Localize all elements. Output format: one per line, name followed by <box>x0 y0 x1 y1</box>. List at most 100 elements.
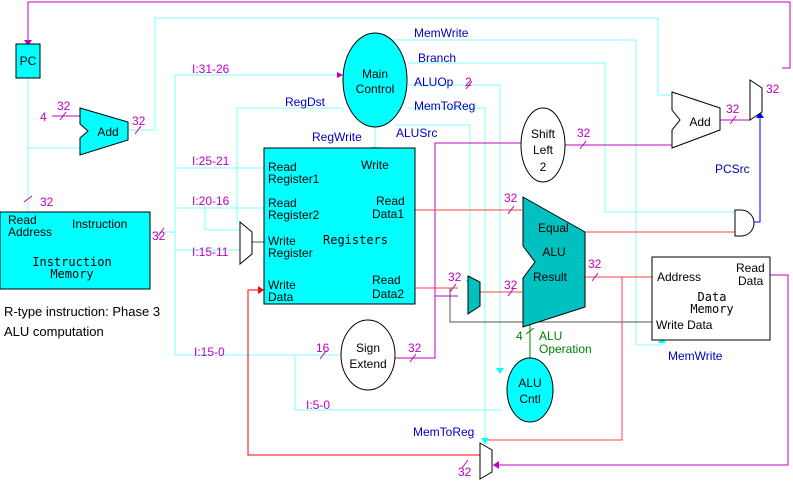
instruction-memory <box>0 211 151 290</box>
main-control-label-2: Control <box>356 82 395 96</box>
dm-title-2: Memory <box>690 302 733 316</box>
alucntl-label-2: Cntl <box>519 392 540 406</box>
width-32-pc: 32 <box>40 195 54 209</box>
width-32-pcmux: 32 <box>766 82 780 96</box>
reg-rd2-b: Data2 <box>372 287 404 301</box>
sig-memtoreg-top: MemToReg <box>414 99 475 113</box>
arrow-memtoreg <box>481 438 489 444</box>
arrow-writeback <box>258 286 264 294</box>
se-label-1: Sign <box>356 341 380 355</box>
alu <box>522 196 586 328</box>
sl-label-3: 2 <box>540 160 547 174</box>
alucntl-label-1: ALU <box>518 376 541 390</box>
wire-pcsrc <box>748 115 761 223</box>
reg-write-b: Register <box>268 246 313 260</box>
dm-read-a: Read <box>736 261 765 275</box>
main-control <box>342 32 408 128</box>
sig-memwrite-top: MemWrite <box>414 26 469 40</box>
wire-branch <box>408 62 735 213</box>
adder-pc4 <box>79 107 129 156</box>
alu-label: ALU <box>542 245 565 259</box>
sig-alu-operation-1: ALU <box>539 329 562 343</box>
data-memory <box>651 256 771 341</box>
shift-left-2 <box>520 107 566 183</box>
im-title-2: Memory <box>50 267 93 281</box>
alu-control <box>506 357 554 423</box>
wire-mem-read <box>493 274 789 466</box>
width-32-se: 32 <box>408 341 422 355</box>
im-address-label: Address <box>8 225 52 239</box>
wire-memwrite <box>385 39 662 346</box>
width-alu-op: 4 <box>516 329 523 343</box>
dm-write-data-label: Write Data <box>656 318 713 332</box>
register-file <box>263 147 416 305</box>
dm-read-b: Data <box>738 274 764 288</box>
field-i15-11: I:15-11 <box>192 245 229 259</box>
sig-memtoreg-bottom: MemToReg <box>413 425 474 439</box>
sl-label-2: Left <box>533 143 554 157</box>
sig-pcsrc: PCSrc <box>715 162 750 176</box>
sl-label-1: Shift <box>531 127 556 141</box>
pc-label: PC <box>20 54 37 68</box>
sig-alusrc: ALUSrc <box>396 126 437 140</box>
arrow-pcsrc <box>756 112 764 118</box>
field-i15-0: I:15-0 <box>194 345 225 359</box>
se-label-2: Extend <box>349 357 386 371</box>
reg-read2-b: Register2 <box>268 208 320 222</box>
width-4: 4 <box>40 110 47 124</box>
reg-write-label: Write <box>361 158 389 172</box>
and-gate <box>734 209 755 237</box>
width-16: 16 <box>316 341 330 355</box>
wire-memtoreg <box>408 107 486 440</box>
width-32-result: 32 <box>588 257 602 271</box>
wire-i5-0 <box>294 355 502 411</box>
adder-branch-label: Add <box>689 115 710 129</box>
width-32-alumux: 32 <box>504 278 518 292</box>
mux-memtoreg <box>479 442 493 480</box>
width-32-sl: 32 <box>577 126 591 140</box>
wire-alusrc <box>395 124 471 280</box>
arrow-aluop <box>496 368 504 374</box>
reg-rd1-a: Read <box>376 194 405 208</box>
width-32-add-out: 32 <box>132 114 146 128</box>
mux-alusrc <box>467 275 481 315</box>
sign-extend <box>340 319 396 391</box>
width-32-rd2: 32 <box>448 270 462 284</box>
reg-rd2-a: Read <box>372 273 401 287</box>
field-i25-21: I:25-21 <box>192 154 230 168</box>
width-32-wb: 32 <box>458 465 472 479</box>
sig-regwrite: RegWrite <box>312 130 362 144</box>
wire-regdst <box>236 107 343 225</box>
wire-pc-plus4 <box>128 17 672 131</box>
pc-register <box>15 43 41 79</box>
im-read-label: Read <box>8 213 37 227</box>
sig-branch: Branch <box>418 51 456 65</box>
dm-title-1: Data <box>698 290 727 304</box>
reg-wdata-b: Data <box>268 290 294 304</box>
wire-sl-in <box>434 142 528 355</box>
reg-write-a: Write <box>268 234 296 248</box>
wire-read-data2-mem <box>449 288 652 323</box>
width-aluop: 2 <box>465 75 472 89</box>
mux-pcsrc <box>749 79 763 121</box>
width-32-rd1: 32 <box>504 191 518 205</box>
caption-line-1: R-type instruction: Phase 3 <box>4 304 161 319</box>
sig-aluop: ALUOp <box>414 75 454 89</box>
wire-writeback <box>247 289 480 456</box>
wire-alu-result-wb <box>485 277 623 441</box>
reg-wdata-a: Write <box>268 278 296 292</box>
reg-rd1-b: Data1 <box>372 207 404 221</box>
wire-pc-next <box>27 1 791 69</box>
sig-memwrite-bottom: MemWrite <box>668 349 723 363</box>
reg-read1-a: Read <box>268 160 297 174</box>
width-32-add-in: 32 <box>57 99 71 113</box>
mux-regdst <box>239 220 253 266</box>
dm-address-label: Address <box>657 270 701 284</box>
sig-regdst: RegDst <box>285 95 326 109</box>
arrow-pc <box>24 40 32 46</box>
arrow-control <box>337 72 343 78</box>
wire-aluop <box>408 84 501 370</box>
caption-line-2: ALU computation <box>4 324 104 339</box>
reg-read2-a: Read <box>268 196 297 210</box>
main-control-label-1: Main <box>362 67 388 81</box>
